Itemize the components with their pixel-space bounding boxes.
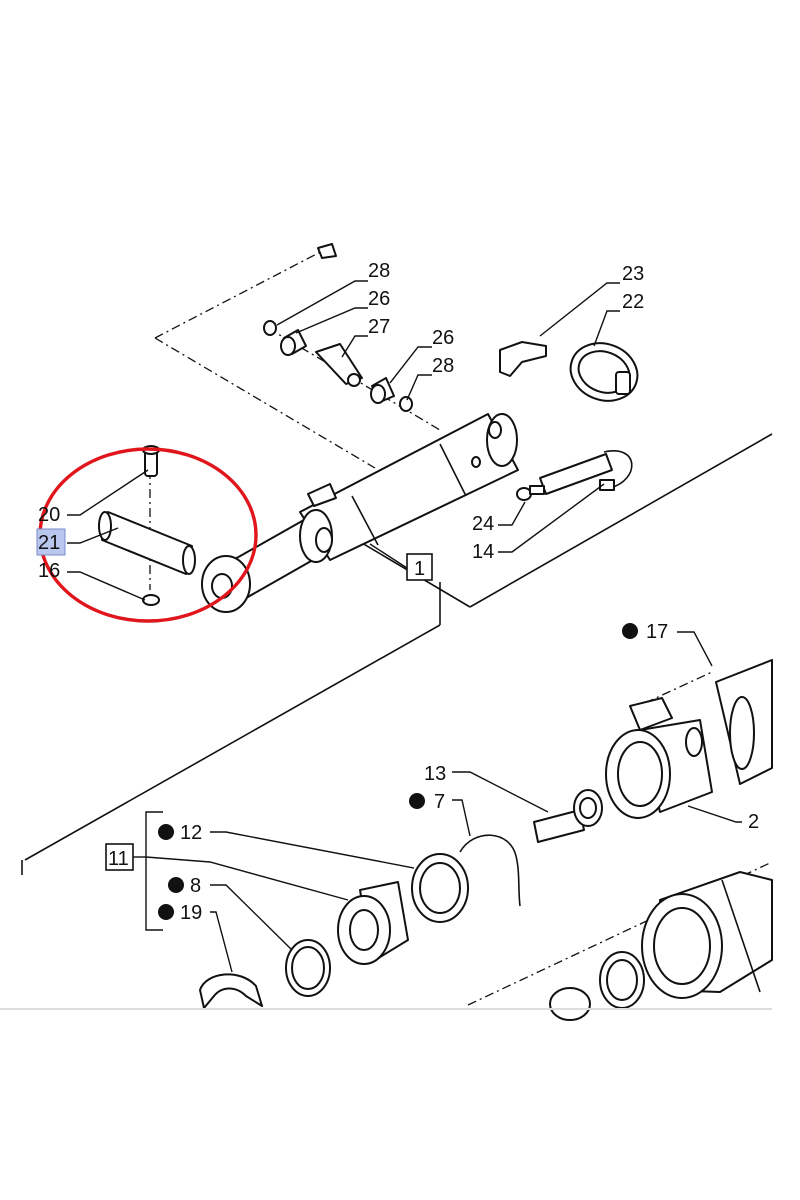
callout-26[interactable]: 26 [432,327,454,349]
bullet-dot [158,904,174,920]
bullet-dot [622,623,638,639]
callout-13[interactable]: 13 [424,763,446,785]
callout-2[interactable]: 2 [748,811,759,833]
callout-22[interactable]: 22 [622,291,644,313]
callout-16[interactable]: 16 [38,560,60,582]
bullet-dot [168,877,184,893]
callout-1[interactable]: 1 [414,558,425,580]
callout-box-11 [105,843,134,871]
cylinder-barrel [605,659,773,819]
callout-24[interactable]: 24 [472,513,494,535]
bushing-kit-top [263,243,413,412]
callout-box-1 [406,553,433,581]
callout-12[interactable]: 12 [180,822,202,844]
group-bracket [133,811,163,931]
pin-assembly [98,445,196,606]
callout-11[interactable]: 11 [108,848,129,870]
hydraulic-cylinder [201,413,519,613]
callout-28[interactable]: 28 [368,260,390,282]
callout-20[interactable]: 20 [38,504,60,526]
callout-28[interactable]: 28 [432,355,454,377]
callout-8[interactable]: 8 [190,875,201,897]
leader-lines [67,280,742,973]
callout-23[interactable]: 23 [622,263,644,285]
bullet-markers [158,623,638,920]
callout-21[interactable]: 21 [38,532,60,554]
clamp-parts [499,341,639,402]
bolt-and-ring [459,789,603,907]
callout-7[interactable]: 7 [434,791,445,813]
callout-14[interactable]: 14 [472,541,494,563]
piston-assembly [549,871,773,1021]
callout-26[interactable]: 26 [368,288,390,310]
callout-labels: 28 26 27 26 28 23 22 20 21 16 24 14 1 17… [38,260,759,924]
selected-callout-highlight [36,528,66,556]
bullet-dot [158,824,174,840]
bullet-dot [409,793,425,809]
callout-19[interactable]: 19 [180,902,202,924]
callout-17[interactable]: 17 [646,621,668,643]
hose-assembly [516,450,633,501]
seal-kit [199,853,469,1009]
callout-27[interactable]: 27 [368,316,390,338]
